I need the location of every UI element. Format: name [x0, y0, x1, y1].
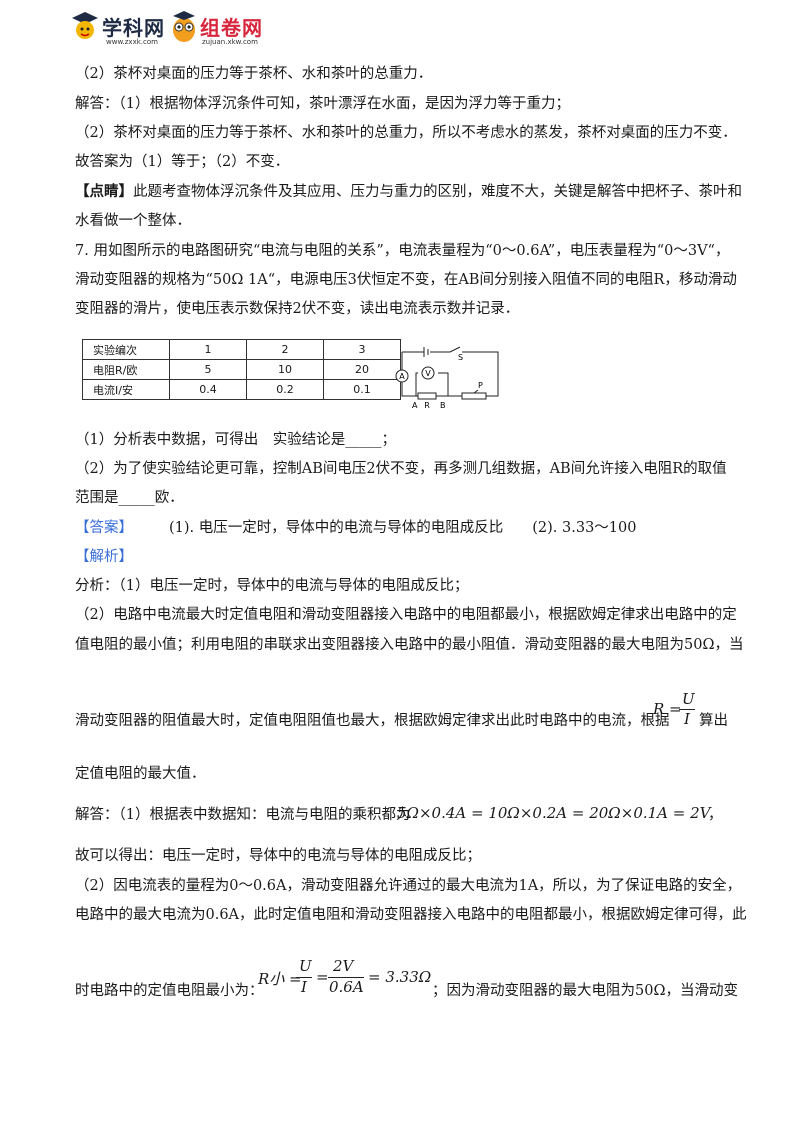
- voltmeter-symbol: [421, 366, 435, 380]
- product-equation: 5Ω×0.4A = 10Ω×0.2A = 20Ω×0.1A = 2V: [397, 804, 711, 822]
- key-point-line: 【点睛】此题考查物体浮沉条件及其应用、压力与重力的区别，难度不大，关键是解答中把…: [75, 183, 742, 201]
- resistor-label: R: [424, 401, 430, 410]
- answer-line: 【答案】 (1). 电压一定时，导体中的电流与导体的电阻成反比 (2). 3.33…: [75, 519, 636, 537]
- text-line: （2）电路中电流最大时定值电阻和滑动变阻器接入电路中的电阻都最小，根据欧姆定律求…: [75, 607, 737, 623]
- text-line: 值电阻的最小值；利用电阻的串联求出变阻器接入电路中的最小阻值．滑动变阻器的最大电…: [75, 637, 744, 653]
- text-line: 水看做一个整体．: [75, 213, 191, 229]
- text-line: ；因为滑动变阻器的最大电阻为50Ω，当滑动变: [432, 983, 738, 999]
- text-line: 故答案为（1）等于；（2）不变．: [75, 154, 290, 170]
- key-point-tag: 【点睛】: [75, 183, 133, 200]
- text-line: 分析：（1）电压一定时，导体中的电流与导体的电阻成反比；: [75, 578, 469, 594]
- fraction-bar: [679, 709, 695, 710]
- slider-label: P: [478, 381, 483, 390]
- formula-numerator: 2V: [333, 957, 354, 975]
- table-row: 电阻R/欧 5 10 20: [82, 359, 401, 380]
- switch-label: S: [458, 353, 463, 362]
- text-line: 时电路中的定值电阻最小为：: [75, 983, 264, 999]
- question-line: 范围是_____欧．: [75, 490, 184, 506]
- logo-xuekewang-url: www.zxxk.com: [106, 38, 158, 46]
- table-cell: 电流I/安: [82, 379, 170, 400]
- table-row: 电流I/安 0.4 0.2 0.1: [82, 379, 401, 400]
- formula-equals: =: [316, 968, 329, 986]
- text-line: ，: [708, 807, 723, 823]
- table-cell: 10: [246, 359, 324, 380]
- logo-xuekewang: 学科网: [102, 16, 165, 40]
- experiment-table: 实验编次 1 2 3 电阻R/欧 5 10 20 电流I/安 0.4 0.2 0…: [82, 339, 401, 400]
- answer-text: (1). 电压一定时，导体中的电流与导体的电阻成反比 (2). 3.33～100: [169, 520, 637, 536]
- ammeter-label: A: [399, 372, 405, 381]
- table-cell: 电阻R/欧: [82, 359, 170, 380]
- table-cell: 1: [169, 339, 247, 360]
- table-cell: 20: [323, 359, 401, 380]
- logo-zujuanwang: 组卷网: [200, 16, 263, 40]
- question-line: 滑动变阻器的规格为“50Ω 1A“，电源电压3伏恒定不变，在AB间分别接入阻值不…: [75, 272, 737, 288]
- formula-denominator: I: [684, 710, 690, 728]
- text-line: （2）因电流表的量程为0～0.6A，滑动变阻器允许通过的最大电流为1A，所以，为…: [75, 878, 742, 894]
- answer-tag: 【答案】: [75, 520, 133, 536]
- question-line: 7. 用如图所示的电路图研究“电流与电阻的关系”，电流表量程为“0～0.6A”，…: [75, 243, 730, 259]
- text-line: 故可以得出：电压一定时，导体中的电流与导体的电阻成反比；: [75, 848, 481, 864]
- table-cell: 实验编次: [82, 339, 170, 360]
- text-line: 算出: [699, 713, 728, 729]
- formula-result: = 3.33Ω: [368, 968, 432, 986]
- formula-lhs: R小 =: [258, 970, 302, 988]
- formula-lhs: R =: [653, 700, 682, 718]
- question-line: （2）为了使实验结论更可靠，控制AB间电压2伏不变，再多测几组数据，AB间允许接…: [75, 461, 727, 477]
- fraction-bar: [296, 977, 312, 978]
- text-line: （2）茶杯对桌面的压力等于茶杯、水和茶叶的总重力．: [75, 66, 433, 82]
- text-line: 定值电阻的最大值．: [75, 766, 206, 782]
- header: 学科网 www.zxxk.com 组卷网 zujuan.xkw.com: [70, 8, 370, 48]
- analysis-tag: 【解析】: [75, 549, 133, 565]
- mascot-icon: [72, 12, 98, 39]
- table-cell: 3: [323, 339, 401, 360]
- formula-denominator: I: [301, 978, 307, 996]
- formula-denominator: 0.6A: [329, 978, 364, 996]
- text-line: 解答：（1）根据物体浮沉条件可知，茶叶漂浮在水面，是因为浮力等于重力；: [75, 96, 570, 112]
- key-point-text: 此题考查物体浮沉条件及其应用、压力与重力的区别，难度不大，关键是解答中把杯子、茶…: [133, 184, 742, 200]
- point-a-label: A: [412, 401, 418, 410]
- table-cell: 0.1: [323, 379, 401, 400]
- owl-icon: [173, 11, 195, 42]
- text-line: 解答：（1）根据表中数据知：电流与电阻的乘积都为: [75, 807, 411, 823]
- table-cell: 5: [169, 359, 247, 380]
- analysis-tag-line: 【解析】: [75, 548, 133, 566]
- logo-zujuanwang-url: zujuan.xkw.com: [202, 38, 258, 46]
- table-row: 实验编次 1 2 3: [82, 339, 401, 360]
- circuit-diagram: A V S P A R B: [395, 346, 499, 410]
- text-line: （2）茶杯对桌面的压力等于茶杯、水和茶叶的总重力，所以不考虑水的蒸发，茶杯对桌面…: [75, 125, 737, 141]
- table-cell: 0.4: [169, 379, 247, 400]
- text-line: 电路中的最大电流为0.6A，此时定值电阻和滑动变阻器接入电路中的电阻都最小，根据…: [75, 907, 747, 923]
- voltmeter-label: V: [425, 369, 431, 378]
- fraction-bar: [328, 977, 364, 978]
- table-cell: 0.2: [246, 379, 324, 400]
- point-b-label: B: [440, 401, 446, 410]
- question-line: （1）分析表中数据，可得出 实验结论是_____；: [75, 432, 396, 448]
- formula-numerator: U: [682, 690, 695, 708]
- question-line: 变阻器的滑片，使电压表示数保持2伏不变，读出电流表示数并记录．: [75, 301, 520, 317]
- table-cell: 2: [246, 339, 324, 360]
- formula-numerator: U: [299, 957, 312, 975]
- text-line: 滑动变阻器的阻值最大时，定值电阻阻值也最大，根据欧姆定律求出此时电路中的电流，根…: [75, 713, 670, 729]
- ammeter-symbol: [395, 369, 409, 383]
